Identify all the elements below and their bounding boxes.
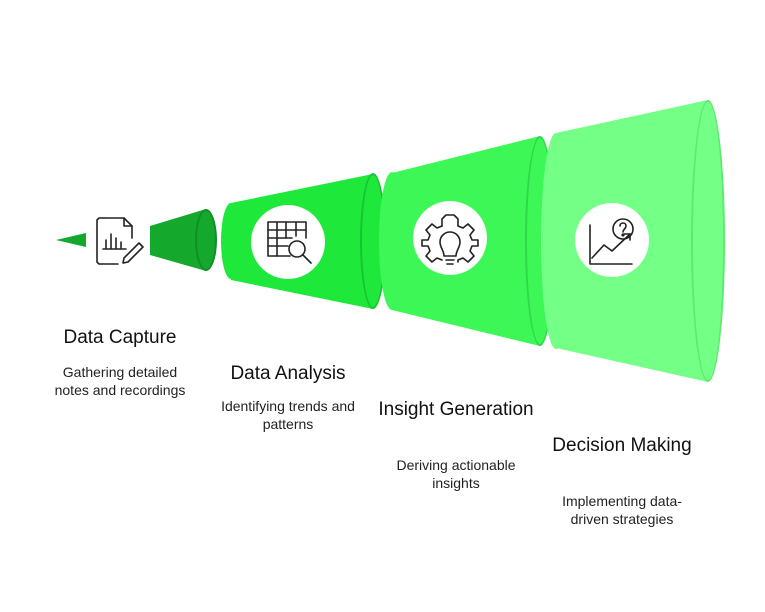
- stage-title-decision-making: Decision Making: [552, 435, 692, 456]
- gear-lightbulb-icon: [421, 214, 479, 265]
- stage-title-data-analysis: Data Analysis: [230, 363, 346, 384]
- notes-chart-pen-icon: [96, 217, 144, 265]
- stage-title-data-capture: Data Capture: [63, 327, 177, 348]
- funnel-segment-insight-generation: [379, 136, 555, 346]
- stage-title-insight-generation: Insight Generation: [378, 399, 534, 420]
- funnel-segment-data-capture: [150, 209, 217, 271]
- funnel-segment-decision-making: [541, 100, 725, 382]
- chart-question-icon: [589, 218, 634, 265]
- stage-description-insight-generation: Deriving actionable insights: [396, 457, 516, 491]
- funnel-segment-data-analysis: [221, 173, 386, 309]
- stage-description-decision-making: Implementing data-driven strategies: [562, 493, 682, 527]
- stage-description-data-capture: Gathering detailed notes and recordings: [54, 364, 186, 398]
- stage-description-data-analysis: Identifying trends and patterns: [221, 398, 355, 432]
- table-magnifier-icon: [267, 221, 312, 264]
- funnel-tip: [56, 233, 86, 247]
